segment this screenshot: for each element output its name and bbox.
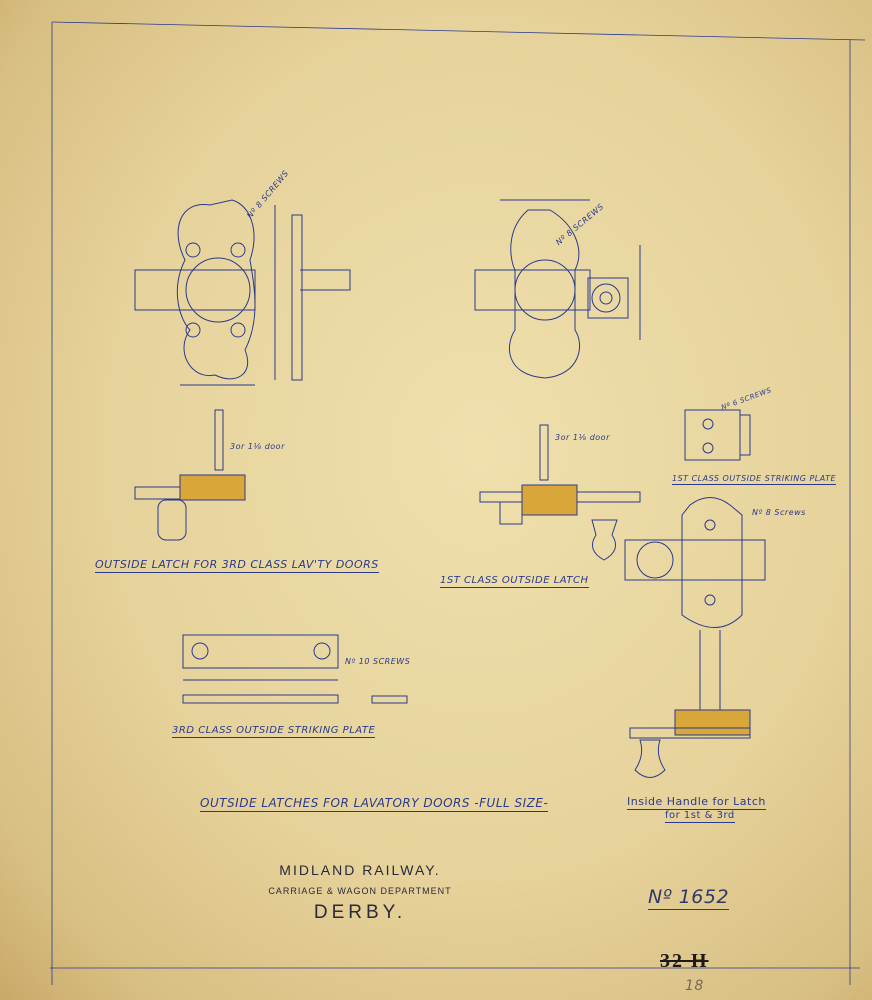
stamp: 32 H — [660, 950, 709, 972]
label-plate-3rd: 3RD CLASS OUTSIDE STRIKING PLATE — [172, 725, 376, 738]
label-latch-1st: 1ST CLASS OUTSIDE LATCH — [440, 575, 589, 588]
latch-3rd-section — [134, 409, 246, 541]
label-handle-sub: for 1st & 3rd — [665, 810, 735, 823]
main-title: OUTSIDE LATCHES FOR LAVATORY DOORS -FULL… — [200, 796, 549, 812]
screws-note: Nº 10 SCREWS — [345, 657, 411, 666]
latch-1st-section — [479, 424, 641, 561]
latch-3rd-plan — [134, 199, 351, 386]
striking-plate-3rd — [182, 634, 408, 704]
place: DERBY. — [313, 902, 407, 923]
label-plate-1st: 1ST CLASS OUTSIDE STRIKING PLATE — [672, 474, 837, 485]
door-note: 3or 1⅛ door — [230, 442, 285, 451]
inside-handle — [624, 497, 766, 778]
screws-note: Nº 8 Screws — [752, 508, 806, 517]
label-latch-3rd: OUTSIDE LATCH FOR 3RD CLASS LAV'TY DOORS — [95, 558, 379, 573]
pencil-note: 18 — [685, 978, 704, 994]
label-handle: Inside Handle for Latch — [627, 795, 766, 810]
department: CARRIAGE & WAGON DEPARTMENT — [268, 886, 452, 896]
border-line — [51, 21, 866, 41]
door-note: 3or 1⅛ door — [555, 433, 610, 442]
company-name: MIDLAND RAILWAY. — [279, 862, 441, 878]
drawing-number: Nº 1652 — [648, 886, 730, 910]
latch-1st-plan — [474, 199, 641, 379]
striking-plate-1st — [684, 409, 751, 461]
